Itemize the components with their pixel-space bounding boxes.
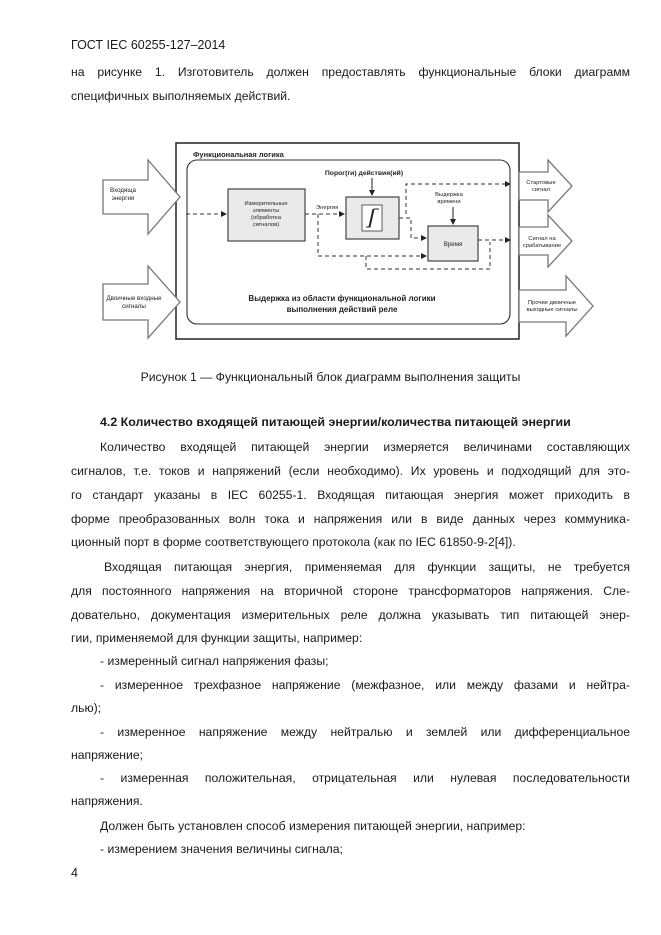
list-item: - измеренное напряжение между нейтралью … <box>100 725 630 739</box>
document-header: ГОСТ IEC 60255-127–2014 <box>71 38 226 52</box>
delay-label-1: Выдержка <box>435 192 463 198</box>
list-item: - измеренное трехфазное напряжение (межф… <box>100 678 630 692</box>
measuring-label-3: (обработка <box>251 215 282 221</box>
page-number: 4 <box>71 866 78 880</box>
measuring-elements-block <box>227 188 306 242</box>
list-item: - измеренная положительная, отрицательна… <box>100 771 630 785</box>
output-binary-arrow <box>518 274 594 338</box>
paragraph-line: го стандарт указаны в IEC 60255-1. Входя… <box>71 488 630 502</box>
output-trip-label-1: Сигнал на <box>528 236 556 242</box>
output-trip-arrow <box>518 213 573 269</box>
paragraph-line: Входящая питающая энергия, применяемая д… <box>104 560 630 574</box>
bottom-label-1: Выдержка из области функциональной логик… <box>248 294 435 303</box>
paragraph-line: сигналов, т.е. токов и напряжений (если … <box>71 464 630 478</box>
input-energy-arrow <box>102 158 181 236</box>
intro-line-1: на рисунке 1. Изготовитель должен предос… <box>71 65 630 79</box>
paragraph-line: Должен быть установлен способ измерения … <box>100 819 526 833</box>
measuring-label-4: сигналов) <box>253 222 279 228</box>
list-item: - измерением значения величины сигнала; <box>100 842 343 856</box>
figure-caption: Рисунок 1 — Функциональный блок диаграмм… <box>140 370 521 384</box>
input-energy-label-2: энергия <box>112 195 135 202</box>
hysteresis-icon <box>366 208 379 228</box>
output-trip-label-2: срабатывание <box>523 243 561 249</box>
binary-input-label-1: Двоичные входные <box>106 295 162 302</box>
measuring-label-1: Измерительные <box>244 201 287 207</box>
binary-input-label-2: сигналы <box>122 303 146 310</box>
paragraph-line: форме преобразованных волн тока и напряж… <box>71 512 630 526</box>
time-block <box>427 225 479 262</box>
bottom-label-2: выполнения действий реле <box>287 305 398 314</box>
delay-label-2: времени <box>437 199 460 205</box>
output-binary-label-2: выходные сигналы <box>527 307 578 313</box>
measuring-label-2: элементы <box>253 208 280 214</box>
section-heading: 4.2 Количество входящей питающей энергии… <box>100 415 571 429</box>
energy-label: Энергия <box>316 205 338 211</box>
diagram-title: Функциональная логика <box>193 150 285 159</box>
output-binary-label-1: Прочие двоичные <box>528 300 576 306</box>
output-start-label-2: сигнал <box>532 187 550 193</box>
input-energy-label-1: Входяща <box>110 187 136 194</box>
time-label: Время <box>444 241 463 248</box>
functional-block-diagram: Функциональная логика Входяща энергия Дв… <box>102 142 594 340</box>
binary-input-arrow <box>102 264 181 340</box>
intro-line-2: специфичных выполняемых действий. <box>71 89 291 103</box>
paragraph-line: Количество входящей питающей энергии изм… <box>100 440 630 454</box>
output-start-arrow <box>518 158 573 214</box>
list-item-continuation: лью); <box>71 701 102 715</box>
paragraph-line: ционный порт в форме соответствующего пр… <box>71 535 516 549</box>
list-item-continuation: напряжения. <box>71 794 143 808</box>
list-item-continuation: напряжение; <box>71 748 143 762</box>
threshold-label: Порог(ги) действия(ий) <box>325 169 403 177</box>
paragraph-line: довательно, документация измерительных р… <box>71 608 630 622</box>
paragraph-line: для постоянного напряжения на вторичной … <box>71 584 630 598</box>
paragraph-line: гии, применяемой для функции защиты, нап… <box>71 631 363 645</box>
output-start-label-1: Стартовые <box>526 180 555 186</box>
list-item: - измеренный сигнал напряжения фазы; <box>100 654 329 668</box>
